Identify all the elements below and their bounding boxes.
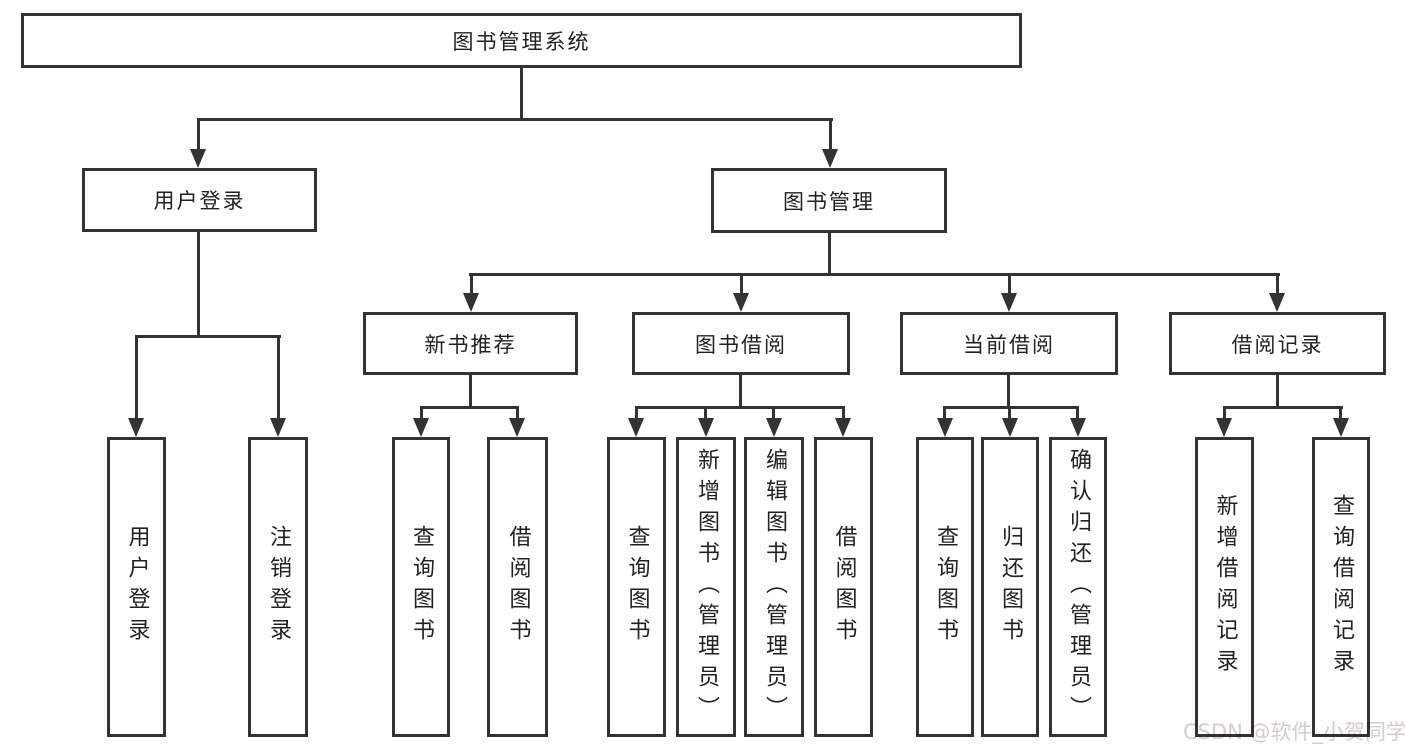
connector-line (470, 273, 473, 295)
node-borrow-books-recommend: 借阅图书 (487, 437, 548, 737)
node-borrow-books: 借阅图书 (814, 437, 873, 737)
arrow-down-icon (509, 418, 525, 437)
arrow-down-icon (1216, 418, 1232, 437)
arrow-down-icon (628, 418, 644, 437)
arrow-down-icon (766, 418, 782, 437)
node-return-books: 归还图书 (981, 437, 1039, 737)
arrow-down-icon (1333, 418, 1349, 437)
connector-line (469, 375, 472, 409)
node-user-login: 用户登录 (82, 168, 317, 232)
node-root: 图书管理系统 (21, 13, 1022, 68)
connector-line (1223, 406, 1343, 409)
connector-line (829, 118, 832, 152)
arrow-down-icon (413, 418, 429, 437)
node-label: 新书推荐 (424, 332, 517, 357)
arrow-down-icon (698, 418, 714, 437)
connector-line (469, 273, 1280, 276)
node-label: 新增借阅记录 (1212, 494, 1238, 680)
node-query-books-recommend: 查询图书 (392, 437, 450, 737)
node-query-books-borrowing: 查询图书 (607, 437, 666, 737)
node-label: 查询图书 (624, 525, 650, 649)
node-new-book-recommend: 新书推荐 (363, 312, 578, 375)
connector-line (943, 406, 946, 420)
node-label: 查询图书 (933, 525, 958, 649)
node-label: 归还图书 (998, 525, 1023, 649)
node-borrowing-records: 借阅记录 (1169, 312, 1386, 375)
connector-line (635, 406, 638, 420)
connector-line (135, 335, 281, 338)
node-logout: 注销登录 (248, 437, 308, 737)
node-label: 当前借阅 (963, 332, 1055, 357)
node-query-books-current: 查询图书 (916, 437, 974, 737)
node-add-borrow-record: 新增借阅记录 (1195, 437, 1254, 737)
connector-line (739, 375, 742, 409)
node-label: 借阅图书 (505, 525, 531, 649)
connector-line (1007, 375, 1010, 409)
connector-line (828, 233, 831, 276)
connector-line (772, 406, 775, 420)
connector-line (944, 406, 1079, 409)
arrow-down-icon (190, 149, 206, 168)
node-label: 图书管理 (783, 189, 875, 214)
connector-line (277, 335, 280, 419)
node-label: 用户登录 (153, 189, 246, 213)
node-label: 借阅记录 (1231, 332, 1324, 357)
node-label: 查询图书 (409, 525, 434, 649)
connector-line (197, 118, 200, 152)
node-add-books-admin: 新增图书（管理员） (676, 437, 736, 737)
connector-line (1076, 406, 1079, 420)
arrow-down-icon (270, 418, 286, 437)
node-label: 编辑图书（管理员） (762, 447, 787, 727)
node-edit-books-admin: 编辑图书（管理员） (744, 437, 804, 737)
node-label: 查询借阅记录 (1329, 494, 1354, 680)
connector-line (704, 406, 707, 420)
connector-line (842, 406, 845, 420)
connector-line (520, 68, 523, 120)
connector-line (135, 335, 138, 419)
arrow-down-icon (835, 418, 851, 437)
arrow-down-icon (1070, 418, 1086, 437)
node-book-management: 图书管理 (711, 168, 947, 233)
arrow-down-icon (937, 418, 953, 437)
arrow-down-icon (1001, 293, 1017, 312)
node-query-borrow-record: 查询借阅记录 (1312, 437, 1370, 737)
connector-line (740, 273, 743, 295)
node-user-login-leaf: 用户登录 (107, 437, 166, 737)
arrow-down-icon (463, 293, 479, 312)
connector-line (420, 406, 519, 409)
connector-line (635, 406, 845, 409)
connector-line (420, 406, 423, 420)
arrow-down-icon (128, 418, 144, 437)
arrow-down-icon (1002, 418, 1018, 437)
connector-line (1276, 273, 1279, 295)
node-label: 图书借阅 (695, 332, 787, 357)
connector-line (197, 232, 200, 338)
connector-line (1008, 406, 1011, 420)
connector-line (1339, 406, 1342, 420)
node-confirm-return-admin: 确认归还（管理员） (1049, 437, 1107, 737)
arrow-down-icon (733, 293, 749, 312)
connector-line (516, 406, 519, 420)
connector-line (1008, 273, 1011, 295)
arrow-down-icon (822, 149, 838, 168)
connector-line (1223, 406, 1226, 420)
node-label: 用户登录 (124, 525, 150, 649)
connector-line (1276, 375, 1279, 409)
node-label: 借阅图书 (831, 525, 857, 649)
node-label: 图书管理系统 (452, 29, 591, 54)
node-label: 注销登录 (266, 525, 291, 649)
connector-line (197, 118, 833, 121)
node-label: 新增图书（管理员） (694, 447, 719, 727)
node-book-borrowing: 图书借阅 (632, 312, 850, 375)
node-label: 确认归还（管理员） (1066, 447, 1091, 727)
arrow-down-icon (1269, 293, 1285, 312)
csdn-watermark: CSDN @软件_小贺同学 (1183, 720, 1405, 744)
node-current-borrowing: 当前借阅 (900, 312, 1118, 375)
